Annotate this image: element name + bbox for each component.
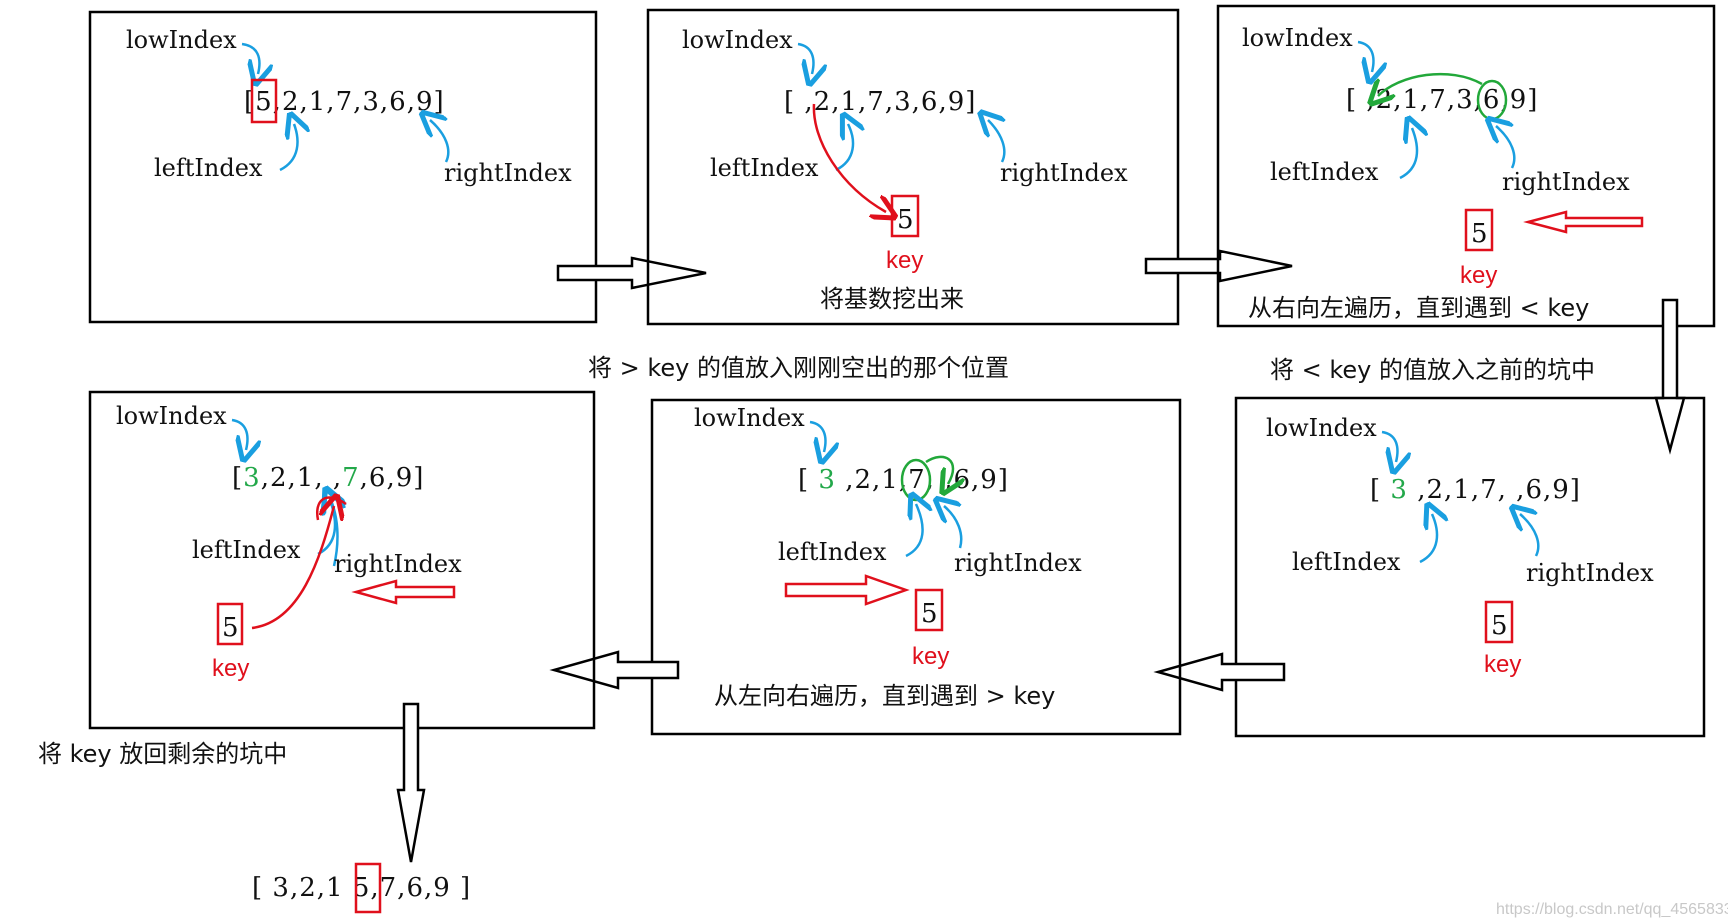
panel-5-key-label: key bbox=[912, 643, 949, 670]
panel-1-key-highlight bbox=[250, 78, 278, 124]
panel-4-low-label: lowIndex bbox=[1266, 414, 1377, 442]
panel-2-caption: 将基数挖出来 bbox=[820, 285, 964, 313]
panel-6: lowIndex [3,2,1, ,7,6,9] leftIndex right… bbox=[88, 390, 596, 730]
panel-5-scan-direction-arrow bbox=[784, 574, 910, 606]
panel-3-right-arrow bbox=[1496, 126, 1516, 169]
panel-5: lowIndex [ 3 ,2,1,7, ,6,9] leftIndex rig… bbox=[650, 398, 1182, 736]
panel-1-low-label: lowIndex bbox=[126, 26, 237, 54]
panel-5-left-arrow bbox=[905, 504, 923, 558]
panel-5-caption: 从左向右遍历，直到遇到 > key bbox=[714, 682, 1055, 710]
panel-6-low-arrow bbox=[231, 418, 247, 450]
flow-arrow-p6-result bbox=[396, 702, 426, 863]
panel-5-right-arrow bbox=[944, 506, 963, 549]
watermark: https://blog.csdn.net/qq_45658339 bbox=[1496, 901, 1728, 918]
panel-6-put-back-curl bbox=[315, 496, 347, 521]
panel-2-key-box bbox=[890, 194, 920, 238]
panel-6-moved-7: 7 bbox=[342, 463, 360, 493]
panel-4-left-arrow bbox=[1419, 514, 1437, 564]
panel-1-left-arrow bbox=[279, 124, 297, 172]
panel-6-key-value: 5 bbox=[222, 613, 239, 643]
panel-3-left-arrow bbox=[1399, 128, 1417, 180]
panel-3-array: [ ,2,1,7,3,6,9] bbox=[1346, 85, 1538, 115]
panel-6-low-label: lowIndex bbox=[116, 402, 227, 430]
caption-fill-empty-spot: 将 > key 的值放入刚刚空出的那个位置 bbox=[588, 354, 1009, 382]
panel-1-frame bbox=[88, 10, 598, 324]
panel-5-right-label: rightIndex bbox=[954, 549, 1082, 577]
panel-3-right-label: rightIndex bbox=[1502, 168, 1630, 196]
panel-2-key-label: key bbox=[886, 247, 923, 274]
panel-1-left-label: leftIndex bbox=[154, 154, 263, 182]
panel-6-key-box bbox=[216, 602, 244, 646]
panel-6-left-label: leftIndex bbox=[192, 536, 301, 564]
panel-6-moved-3: 3 bbox=[243, 463, 261, 493]
panel-4-moved-3: 3 bbox=[1390, 475, 1408, 505]
panel-3-low-label: lowIndex bbox=[1242, 24, 1353, 52]
panel-2-left-label: leftIndex bbox=[710, 154, 819, 182]
panel-1: lowIndex [5,2,1,7,3,6,9] leftIndex right… bbox=[88, 10, 598, 324]
panel-1-array: [5,2,1,7,3,6,9] bbox=[244, 87, 445, 117]
caption-fill-previous-hole: 将 < key 的值放入之前的坑中 bbox=[1270, 356, 1595, 384]
panel-4-key-box bbox=[1484, 600, 1514, 644]
panel-5-moved-3: 3 bbox=[818, 465, 836, 495]
panel-5-low-label: lowIndex bbox=[694, 404, 805, 432]
panel-3-low-arrow bbox=[1357, 40, 1373, 72]
panel-3-frame bbox=[1216, 4, 1716, 328]
panel-2-key-value: 5 bbox=[897, 205, 914, 235]
result-array: [ 3,2,1 5,7,6,9 ] bbox=[252, 873, 471, 903]
panel-3-key-box bbox=[1464, 208, 1494, 252]
panel-1-right-arrow bbox=[430, 120, 450, 163]
panel-4-key-value: 5 bbox=[1491, 611, 1508, 641]
panel-6-frame bbox=[88, 390, 596, 730]
panel-3: lowIndex [ ,2,1,7,3,6,9] leftIndex right… bbox=[1216, 4, 1716, 328]
panel-6-put-back-arrow bbox=[251, 506, 334, 630]
panel-3-left-label: leftIndex bbox=[1270, 158, 1379, 186]
panel-3-move-arrow bbox=[1378, 72, 1483, 96]
panel-4-right-arrow bbox=[1520, 514, 1540, 557]
panel-3-scan-direction-arrow bbox=[1523, 210, 1644, 234]
panel-5-key-value: 5 bbox=[921, 599, 938, 629]
panel-4-key-label: key bbox=[1484, 651, 1521, 678]
panel-2-low-label: lowIndex bbox=[682, 26, 793, 54]
panel-1-low-arrow bbox=[241, 42, 259, 74]
panel-6-key-label: key bbox=[212, 655, 249, 682]
panel-5-low-arrow bbox=[809, 420, 825, 452]
panel-4-array: [ 3 ,2,1,7, ,6,9] bbox=[1370, 475, 1581, 505]
panel-2-frame bbox=[646, 8, 1180, 326]
panel-5-move-arrow bbox=[925, 455, 953, 484]
panel-6-scan-direction-arrow bbox=[351, 579, 456, 605]
panel-1-right-label: rightIndex bbox=[444, 159, 572, 187]
panel-5-key-box bbox=[914, 588, 944, 632]
panel-2-array: [ ,2,1,7,3,6,9] bbox=[784, 87, 976, 117]
panel-3-key-value: 5 bbox=[1471, 219, 1488, 249]
panel-5-frame bbox=[650, 398, 1182, 736]
result-key-highlight bbox=[354, 862, 382, 914]
panel-4-right-label: rightIndex bbox=[1526, 559, 1654, 587]
panel-2-low-arrow bbox=[797, 42, 813, 74]
flow-arrow-p3-p4 bbox=[1654, 298, 1686, 455]
flow-arrow-p4-p5 bbox=[1153, 652, 1286, 692]
panel-6-right-label: rightIndex bbox=[334, 550, 462, 578]
flow-arrow-p5-p6 bbox=[549, 650, 680, 690]
panel-6-array: [3,2,1, ,7,6,9] bbox=[232, 463, 424, 493]
panel-2-right-label: rightIndex bbox=[1000, 159, 1128, 187]
panel-2: lowIndex [ ,2,1,7,3,6,9] leftIndex right… bbox=[646, 8, 1180, 326]
caption-put-key-back: 将 key 放回剩余的坑中 bbox=[38, 740, 287, 768]
panel-3-key-label: key bbox=[1460, 262, 1497, 289]
panel-2-dig-out-arrow bbox=[812, 103, 886, 212]
flow-arrow-p1-p2 bbox=[556, 256, 707, 290]
panel-2-left-arrow bbox=[835, 124, 853, 172]
panel-4-left-label: leftIndex bbox=[1292, 548, 1401, 576]
panel-4: lowIndex [ 3 ,2,1,7, ,6,9] leftIndex rig… bbox=[1234, 396, 1706, 738]
panel-2-right-arrow bbox=[988, 120, 1004, 163]
panel-4-low-arrow bbox=[1381, 430, 1397, 462]
result: [ 3,2,1 5,7,6,9 ] bbox=[252, 862, 471, 914]
panel-5-left-label: leftIndex bbox=[778, 538, 887, 566]
panel-4-frame bbox=[1234, 396, 1706, 738]
panel-3-caption: 从右向左遍历，直到遇到 < key bbox=[1248, 294, 1589, 322]
